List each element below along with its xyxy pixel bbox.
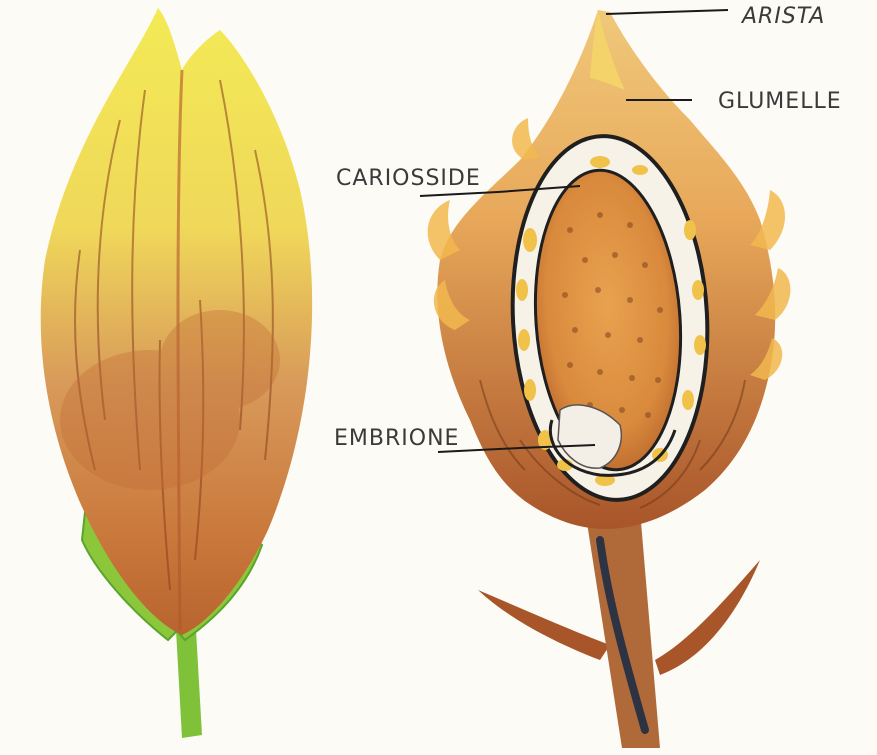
left-stem — [176, 630, 202, 738]
right-bract-left — [478, 590, 610, 660]
label-glumelle: GLUMELLE — [718, 91, 842, 113]
whole-grain-drawing — [41, 8, 312, 738]
label-arista: ARISTA — [742, 6, 825, 28]
label-embrione: EMBRIONE — [334, 428, 459, 450]
label-cariosside: CARIOSSIDE — [336, 168, 481, 190]
right-bract-right — [655, 560, 760, 675]
section-drawing — [428, 10, 791, 748]
arista-leader — [606, 10, 728, 14]
right-stalk — [585, 510, 660, 748]
